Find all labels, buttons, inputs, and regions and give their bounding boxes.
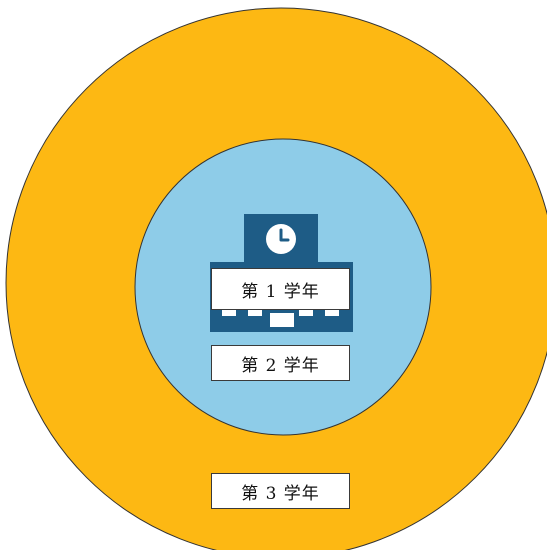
grade3-label: 第 3 学年 bbox=[211, 473, 350, 509]
grade1-label: 第 1 学年 bbox=[211, 268, 350, 310]
clock-icon bbox=[266, 224, 296, 254]
grade2-label: 第 2 学年 bbox=[211, 345, 350, 381]
